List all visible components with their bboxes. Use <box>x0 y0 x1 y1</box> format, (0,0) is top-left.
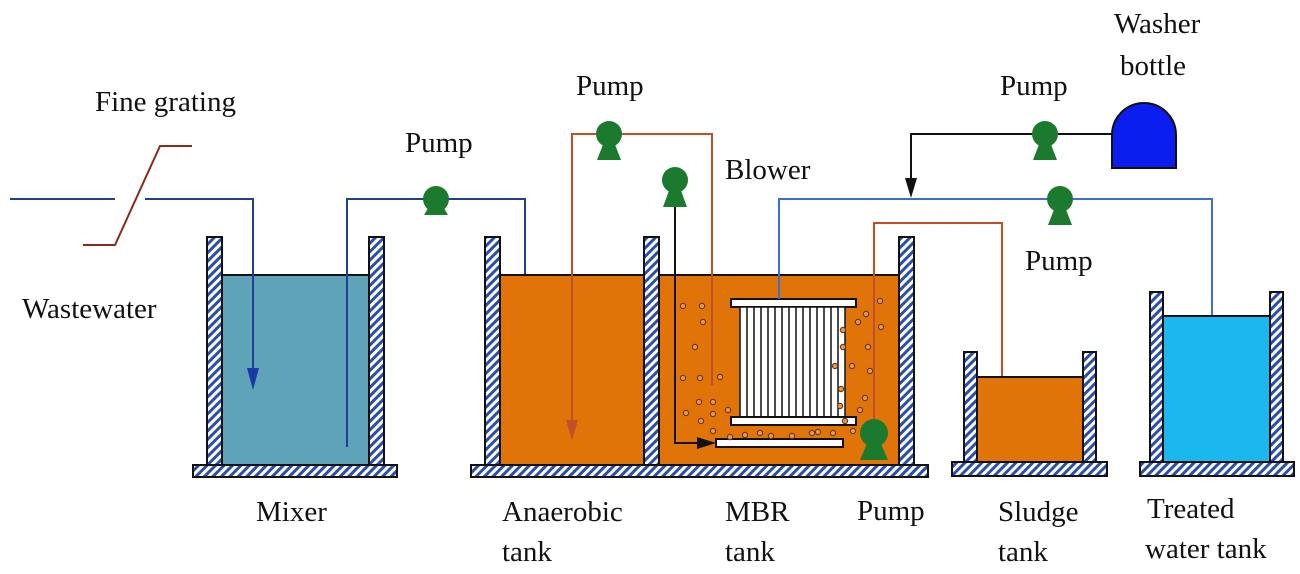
pump-icon[interactable] <box>423 186 449 215</box>
air-bubble <box>679 302 687 310</box>
air-bubble <box>716 373 724 381</box>
air-bubble <box>697 417 705 425</box>
air-bubble <box>709 427 717 435</box>
air-bubble <box>788 432 796 440</box>
wastewater-inlet <box>10 145 259 390</box>
air-bubble <box>864 343 872 351</box>
air-bubble <box>679 374 687 382</box>
sludge-tank-label-2: tank <box>998 536 1048 568</box>
mixer-liquid <box>222 275 370 465</box>
mixer-wall-right <box>368 236 385 466</box>
arrow-head <box>247 368 259 390</box>
mixer-label: Mixer <box>256 496 327 528</box>
air-bubble <box>741 431 749 439</box>
blower-label: Blower <box>725 154 811 186</box>
anaerobic-tank-label: Anaerobic <box>502 496 623 528</box>
blower-icon[interactable] <box>662 167 688 207</box>
air-bubble <box>862 310 870 318</box>
air-bubble <box>691 343 699 351</box>
fine-grating-label: Fine grating <box>95 86 236 118</box>
washer-bottle-label: Washer <box>1114 8 1201 40</box>
air-bubble <box>854 318 862 326</box>
air-bubble <box>682 409 690 417</box>
air-bubble <box>709 410 717 418</box>
pump-icon[interactable] <box>1047 186 1073 225</box>
treated-tank-label: Treated <box>1147 493 1235 525</box>
treated-tank-label-2: water tank <box>1145 533 1267 565</box>
air-bubble <box>767 432 775 440</box>
pump-label: Pump <box>576 70 644 102</box>
air-bubble <box>829 429 837 437</box>
treated-water-tank <box>1139 291 1295 477</box>
washer-bottle-icon <box>1111 102 1177 169</box>
air-bubble <box>724 406 732 414</box>
air-bubble <box>709 398 717 406</box>
pumps <box>423 121 1073 460</box>
pump-label: Pump <box>1025 245 1093 277</box>
pump-label: Pump <box>1000 70 1068 102</box>
air-bubble <box>849 427 857 435</box>
air-bubble <box>877 323 885 331</box>
air-bubble <box>698 302 706 310</box>
air-bubble <box>839 343 847 351</box>
air-bubble <box>837 385 845 393</box>
air-bubble <box>726 433 734 441</box>
pump-icon[interactable] <box>1032 121 1058 160</box>
pump-icon[interactable] <box>596 121 622 160</box>
sludge-recycle-line <box>566 133 713 440</box>
blower-air-line <box>674 186 716 449</box>
pump-icon[interactable] <box>860 419 888 460</box>
mbr-tank-label-2: tank <box>725 536 775 568</box>
air-bubble <box>836 402 844 410</box>
air-bubble <box>699 318 707 326</box>
air-bubble <box>695 398 703 406</box>
wastewater-label: Wastewater <box>22 293 157 325</box>
washer-bottle-label-2: bottle <box>1120 50 1187 82</box>
air-bubble <box>876 297 884 305</box>
air-bubble <box>848 362 856 370</box>
air-bubble <box>866 367 874 375</box>
air-bubble <box>696 374 704 382</box>
aerator-diffuser <box>715 438 844 448</box>
air-bubble <box>808 429 816 437</box>
mixer-tank <box>192 236 398 478</box>
sludge-tank-label: Sludge <box>998 496 1079 528</box>
air-bubble <box>831 362 839 370</box>
membrane-module <box>715 298 857 448</box>
air-bubble <box>839 326 847 334</box>
air-bubble <box>814 428 822 436</box>
air-bubble <box>856 406 864 414</box>
anaerobic-tank-label-2: tank <box>502 536 552 568</box>
washer-line <box>905 133 1112 198</box>
pump-label: Pump <box>405 127 473 159</box>
air-bubbles <box>679 297 885 441</box>
divider-wall <box>643 236 660 466</box>
mbr-tank-label: MBR <box>725 496 790 528</box>
sludge-tank <box>951 351 1108 477</box>
pump-label: Pump <box>857 495 925 527</box>
air-bubble <box>841 417 849 425</box>
mixer-base <box>192 464 398 478</box>
mixer-wall-left <box>206 236 223 466</box>
fine-grating-icon <box>83 145 192 246</box>
air-bubble <box>756 429 764 437</box>
air-bubble <box>861 394 869 402</box>
